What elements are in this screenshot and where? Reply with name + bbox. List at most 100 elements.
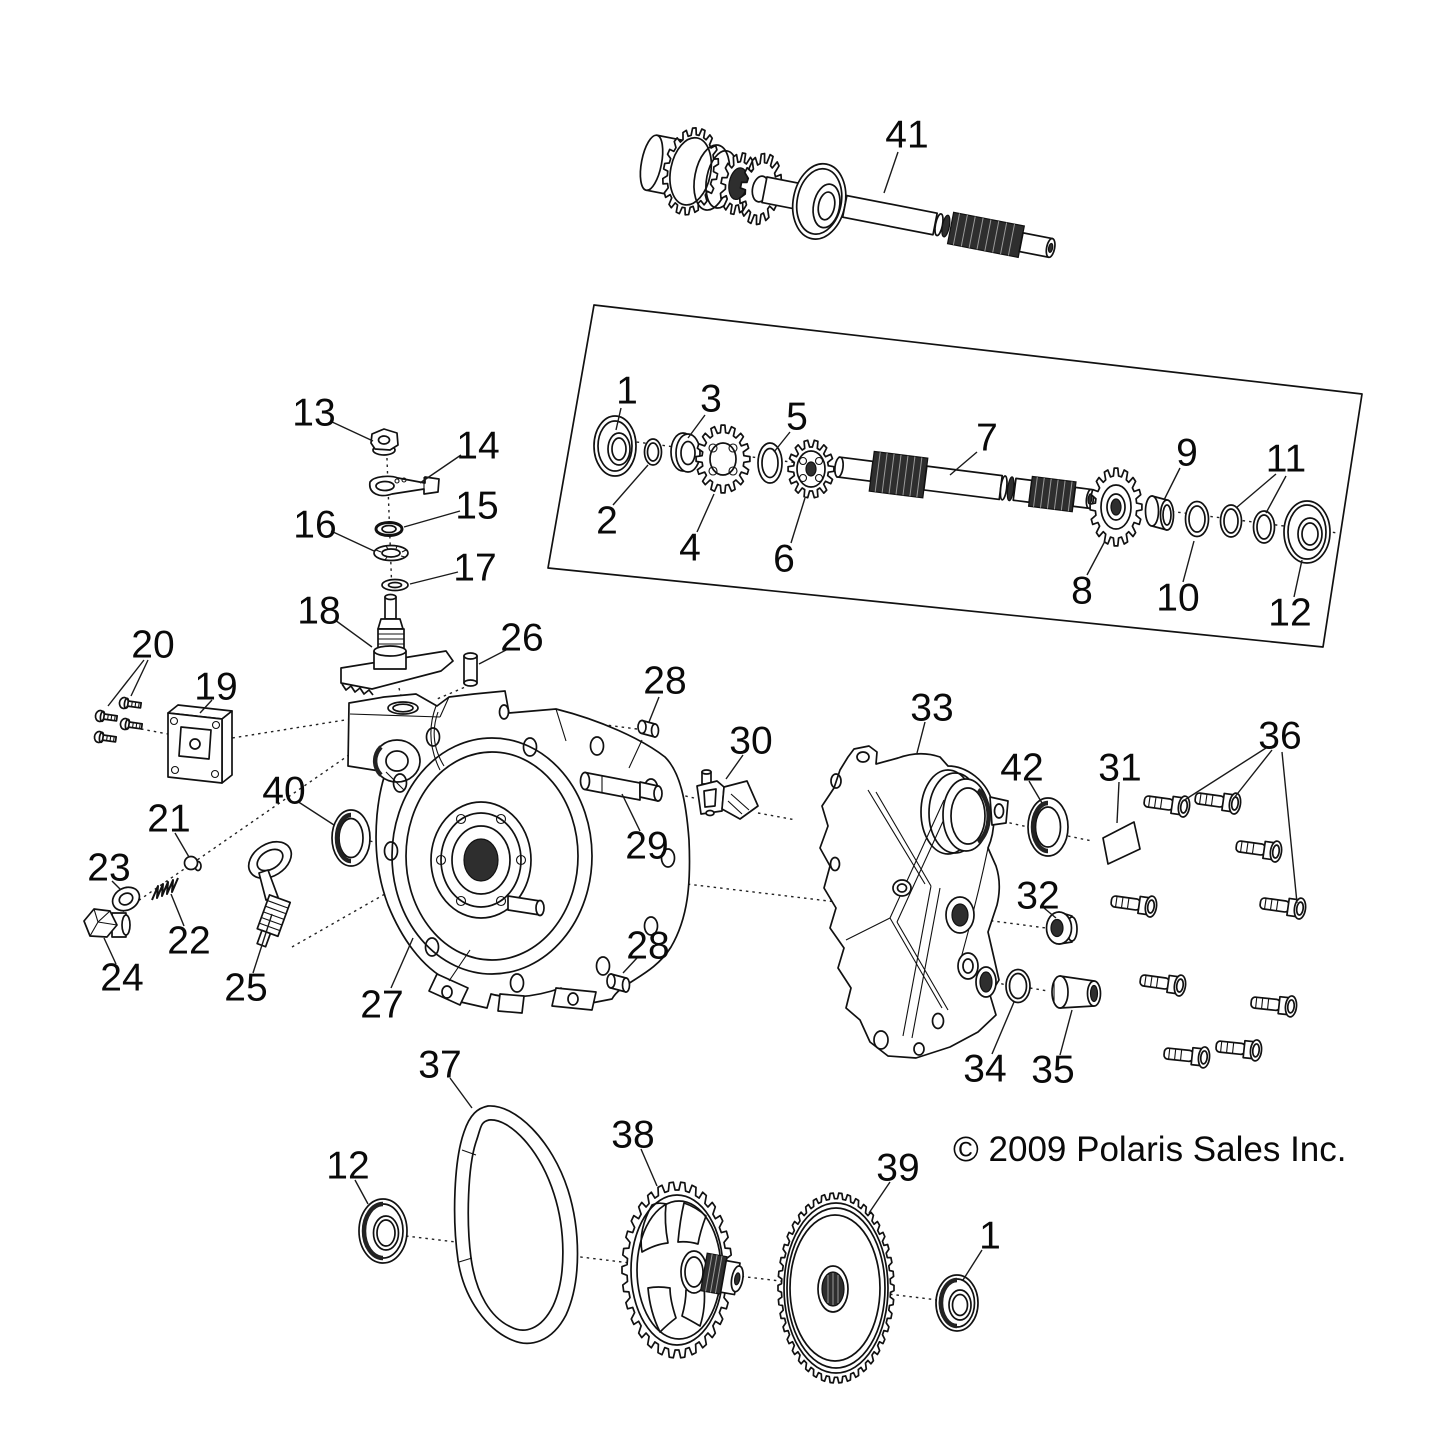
leader-line-12: [1293, 559, 1303, 598]
part-27-gearcase: [347, 690, 691, 1014]
leader-line-36: [1233, 749, 1273, 799]
part-24-hex-plug: [83, 908, 131, 938]
leader-line-22: [170, 893, 185, 927]
part-16-toothed-washer: [373, 544, 409, 562]
callout-19: 19: [194, 666, 237, 709]
leader-line-11: [1265, 475, 1287, 514]
leader-line-21: [174, 832, 190, 858]
leader-line-23: [111, 880, 122, 891]
part-1-bearing-bottom: [935, 1274, 979, 1332]
callout-18: 18: [297, 590, 340, 633]
leader-line-20: [107, 659, 145, 707]
part-41-shaft-assembly: [639, 127, 1056, 259]
part-22-spring: [151, 877, 179, 901]
leader-line-26: [478, 647, 511, 665]
part-42-oil-seal: [1027, 797, 1069, 857]
callout-17: 17: [453, 547, 496, 590]
leader-line-16: [330, 530, 375, 552]
callout-34: 34: [963, 1048, 1006, 1091]
leader-line-24: [103, 937, 117, 965]
callout-23: 23: [87, 847, 130, 890]
leader-line-41: [883, 151, 899, 194]
part-38-sprocket-gear: [621, 1181, 744, 1359]
callout-28: 28: [643, 660, 686, 703]
leader-line-1: [615, 407, 622, 431]
part-12-bearing-bottom: [358, 1198, 408, 1264]
part-14-shift-arm: [369, 475, 440, 497]
part-28-dowel-upper: [637, 719, 660, 738]
part-35-drain-plug: [1051, 975, 1102, 1009]
leader-line-12: [354, 1179, 369, 1205]
callout-5: 5: [786, 396, 808, 439]
callout-9: 9: [1176, 432, 1198, 475]
part-8-gear: [1089, 467, 1143, 547]
leader-line-7: [949, 451, 978, 476]
leader-line-3: [687, 414, 706, 439]
leader-line-11: [1235, 473, 1277, 509]
callout-10: 10: [1156, 577, 1199, 620]
leader-line-27: [390, 937, 414, 989]
callout-33: 33: [910, 687, 953, 730]
callout-31: 31: [1098, 747, 1141, 790]
callout-37: 37: [418, 1044, 461, 1087]
leader-line-28: [648, 696, 660, 723]
callout-14: 14: [456, 425, 499, 468]
leader-line-38: [640, 1148, 658, 1187]
callout-32: 32: [1016, 875, 1059, 918]
leader-line-13: [329, 420, 374, 442]
callout-15: 15: [455, 485, 498, 528]
leader-line-40: [296, 800, 335, 826]
part-7-main-shaft: [833, 450, 1095, 513]
callout-24: 24: [100, 957, 143, 1000]
callout-27: 27: [360, 984, 403, 1027]
leader-line-8: [1086, 540, 1106, 576]
callout-11: 11: [1266, 438, 1307, 481]
part-21-detent-pin: [183, 855, 202, 872]
callout-16: 16: [293, 504, 336, 547]
part-31-decal: [1102, 821, 1141, 865]
callout-3: 3: [700, 378, 722, 421]
leader-line-30: [725, 754, 744, 780]
leader-line-15: [403, 510, 461, 528]
leader-line-2: [612, 464, 649, 506]
leader-line-29: [621, 793, 641, 832]
leader-line-1: [962, 1249, 983, 1281]
callout-2: 2: [596, 500, 618, 543]
callout-12: 12: [326, 1145, 369, 1188]
callout-1: 1: [979, 1215, 1001, 1258]
part-10-washer: [1184, 500, 1210, 538]
leader-line-17: [409, 571, 459, 585]
part-4-gear: [695, 424, 751, 494]
part-6-dog-gear: [787, 439, 835, 499]
part-20-screws: [92, 696, 144, 746]
part-25-dipstick: [247, 840, 293, 948]
callout-6: 6: [773, 538, 795, 581]
leader-line-39: [868, 1181, 891, 1214]
part-19-switch: [167, 704, 233, 784]
leader-line-34: [991, 1001, 1015, 1055]
copyright-text: © 2009 Polaris Sales Inc.: [953, 1130, 1347, 1169]
leader-line-36: [1281, 751, 1298, 904]
callout-22: 22: [167, 920, 210, 963]
callout-28: 28: [626, 925, 669, 968]
leader-line-14: [419, 454, 462, 484]
callout-20: 20: [131, 624, 174, 667]
leader-line-25: [252, 913, 273, 974]
leader-line-28: [622, 957, 638, 974]
part-30-shift-fork: [696, 769, 759, 820]
part-36-bolts: [1109, 786, 1308, 1070]
leader-line-42: [1028, 780, 1043, 804]
leader-line-10: [1182, 540, 1195, 583]
leader-line-36: [1182, 747, 1267, 802]
callout-39: 39: [876, 1147, 919, 1190]
part-9-spacer-collar: [1144, 495, 1175, 531]
part-1-bearing: [593, 415, 637, 477]
callout-8: 8: [1071, 570, 1093, 613]
part-37-drive-belt: [453, 1105, 579, 1345]
leader-line-5: [773, 431, 791, 453]
leader-line-4: [696, 493, 715, 533]
detail-box-frame: [547, 304, 1363, 648]
part-5-spacer-ring: [757, 442, 783, 484]
